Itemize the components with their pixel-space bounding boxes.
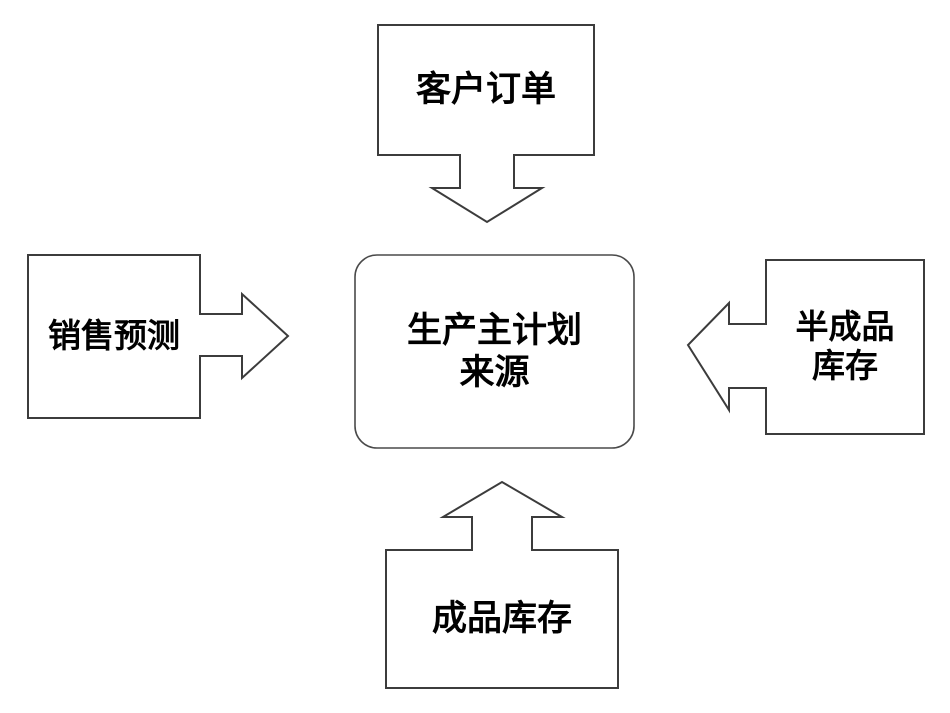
shape-semi-finished-with-left-arrow[interactable]: [686, 259, 925, 435]
shape-sales-forecast-with-right-arrow[interactable]: [27, 254, 290, 419]
shape-finished-goods-with-up-arrow[interactable]: [385, 480, 619, 689]
shape-customer-orders-with-down-arrow[interactable]: [377, 24, 595, 224]
shape-mps-source[interactable]: [354, 254, 635, 449]
